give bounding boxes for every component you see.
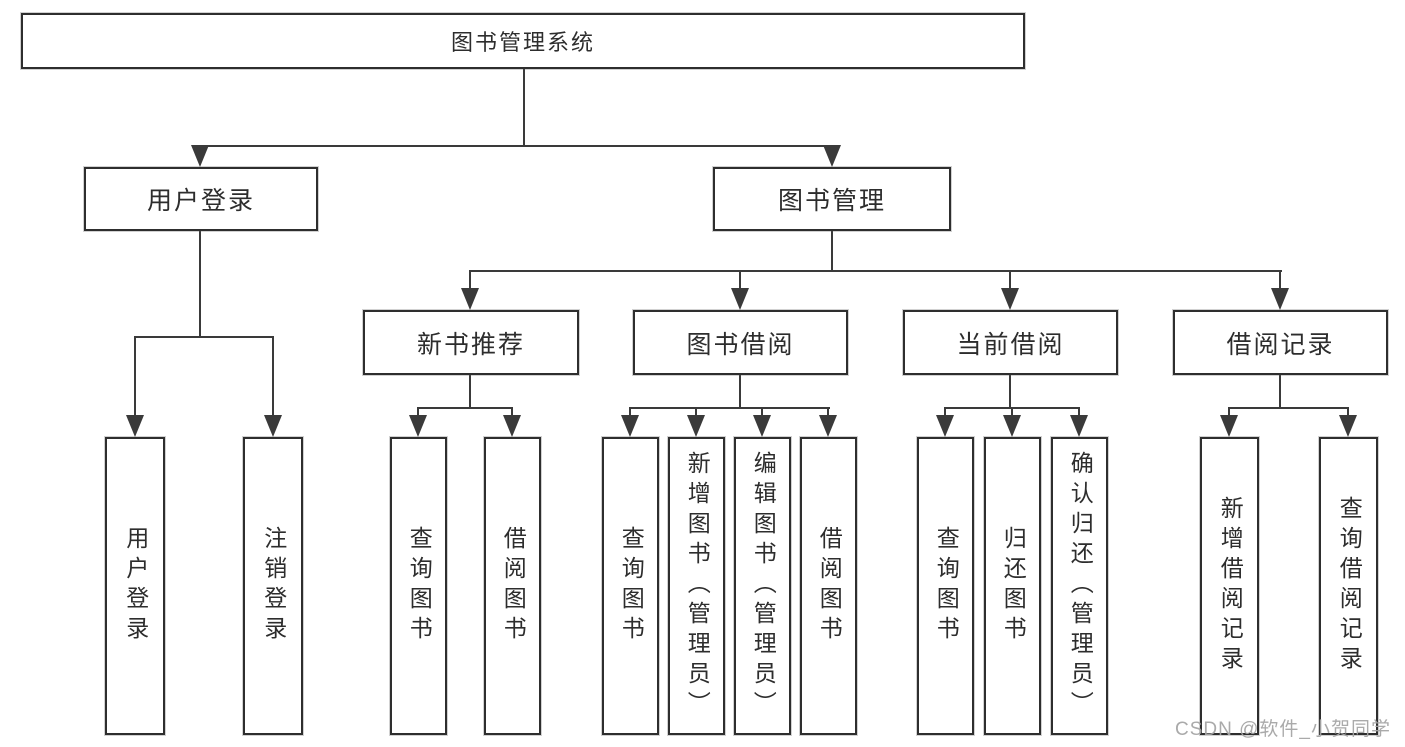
node-label: 新书推荐 (416, 330, 525, 359)
node-book-management: 图书管理 (713, 167, 951, 231)
line-segment (827, 407, 829, 419)
node-label: 新增图书（管理员） (684, 451, 711, 721)
line-segment (761, 407, 763, 419)
node-label: 新增借阅记录 (1217, 496, 1244, 676)
node-leaf-add-borrow-record: 新增借阅记录 (1200, 437, 1259, 735)
node-label: 图书借阅 (686, 330, 795, 359)
arrowhead (819, 415, 837, 437)
arrowhead (1003, 415, 1021, 437)
node-label: 借阅图书 (500, 526, 527, 646)
node-leaf-recommend-borrow-book: 借阅图书 (484, 437, 541, 735)
node-book-borrowing: 图书借阅 (633, 310, 848, 375)
node-label: 查询图书 (933, 526, 960, 646)
line-segment (134, 336, 136, 417)
node-label: 编辑图书（管理员） (750, 451, 777, 721)
arrowhead (1001, 288, 1019, 310)
arrowhead (823, 145, 841, 167)
node-label: 查询借阅记录 (1336, 496, 1363, 676)
node-leaf-recommend-query-book: 查询图书 (390, 437, 447, 735)
line-segment (417, 407, 513, 409)
node-leaf-user-login: 用户登录 (105, 437, 165, 735)
arrowhead (1220, 415, 1238, 437)
node-label: 归还图书 (1000, 526, 1027, 646)
line-segment (1078, 407, 1080, 419)
node-label: 图书管理 (777, 187, 886, 215)
arrowhead (621, 415, 639, 437)
line-segment (134, 336, 274, 338)
line-segment (1347, 407, 1349, 419)
line-segment (272, 336, 274, 417)
node-leaf-logout: 注销登录 (243, 437, 303, 735)
line-segment (1228, 407, 1230, 419)
watermark: CSDN @软件_小贺同学 (1175, 719, 1391, 740)
node-user-login: 用户登录 (84, 167, 318, 231)
node-leaf-add-book-admin: 新增图书（管理员） (668, 437, 725, 735)
line-segment (199, 145, 833, 147)
line-segment (1279, 270, 1281, 290)
line-segment (739, 375, 741, 409)
node-label: 借阅记录 (1226, 330, 1335, 359)
line-segment (469, 270, 471, 290)
arrowhead (1271, 288, 1289, 310)
line-segment (1011, 407, 1013, 419)
arrowhead (1339, 415, 1357, 437)
line-segment (199, 231, 201, 338)
node-new-book-recommend: 新书推荐 (363, 310, 579, 375)
node-leaf-borrowing-query-book: 查询图书 (602, 437, 659, 735)
arrowhead (191, 145, 209, 167)
line-segment (523, 69, 525, 147)
arrowhead (731, 288, 749, 310)
node-leaf-query-borrow-record: 查询借阅记录 (1319, 437, 1378, 735)
line-segment (1279, 375, 1281, 409)
node-leaf-return-book: 归还图书 (984, 437, 1041, 735)
node-label: 当前借阅 (956, 330, 1065, 359)
node-borrowing-records: 借阅记录 (1173, 310, 1388, 375)
node-leaf-current-query-book: 查询图书 (917, 437, 974, 735)
line-segment (469, 270, 1282, 272)
line-segment (417, 407, 419, 419)
arrowhead (409, 415, 427, 437)
arrowhead (503, 415, 521, 437)
arrowhead (936, 415, 954, 437)
node-label: 用户登录 (122, 526, 149, 646)
line-segment (629, 407, 830, 409)
node-label: 查询图书 (406, 526, 433, 646)
line-segment (944, 407, 946, 419)
arrowhead (687, 415, 705, 437)
node-label: 注销登录 (260, 526, 287, 646)
arrowhead (126, 415, 144, 437)
node-current-borrowing: 当前借阅 (903, 310, 1118, 375)
line-segment (1009, 375, 1011, 409)
node-label: 确认归还（管理员） (1067, 451, 1094, 721)
line-segment (1228, 407, 1349, 409)
node-label: 查询图书 (618, 526, 645, 646)
arrowhead (264, 415, 282, 437)
line-segment (695, 407, 697, 419)
line-segment (831, 231, 833, 272)
node-root: 图书管理系统 (21, 13, 1025, 69)
arrowhead (461, 288, 479, 310)
node-label: 图书管理系统 (450, 30, 595, 55)
arrowhead (1070, 415, 1088, 437)
node-leaf-confirm-return-admin: 确认归还（管理员） (1051, 437, 1108, 735)
node-leaf-borrowing-borrow-book: 借阅图书 (800, 437, 857, 735)
line-segment (629, 407, 631, 419)
arrowhead (753, 415, 771, 437)
line-segment (1009, 270, 1011, 290)
line-segment (739, 270, 741, 290)
node-label: 借阅图书 (816, 526, 843, 646)
line-segment (469, 375, 471, 409)
node-label: 用户登录 (146, 187, 255, 215)
line-segment (511, 407, 513, 419)
node-leaf-edit-book-admin: 编辑图书（管理员） (734, 437, 791, 735)
